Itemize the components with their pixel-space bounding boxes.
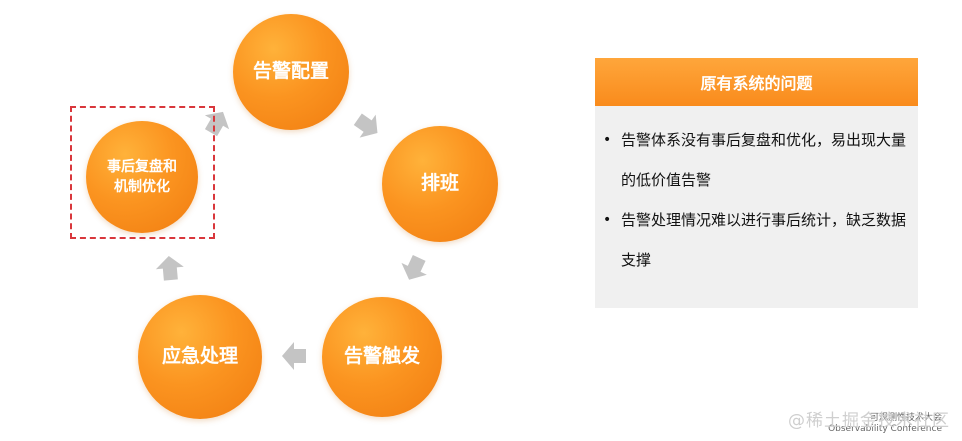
problem-item: • 告警处理情况难以进行事后统计，缺乏数据支撑 (603, 200, 908, 280)
node-emergency-handling: 应急处理 (138, 295, 262, 419)
problem-text: 告警处理情况难以进行事后统计，缺乏数据支撑 (621, 211, 907, 269)
arrow-emergency-to-review (155, 256, 184, 281)
node-alert-trigger: 告警触发 (322, 297, 442, 417)
conference-line-en: Observability Conference (828, 424, 942, 435)
problem-list: • 告警体系没有事后复盘和优化，易出现大量的低价值告警 • 告警处理情况难以进行… (595, 106, 918, 280)
conference-line-cn: 可观测性技术大会 (869, 413, 942, 424)
arrow-trigger-to-emergency (282, 342, 306, 370)
arrow-config-to-schedule (353, 113, 378, 138)
bullet-icon: • (603, 132, 612, 148)
node-scheduling: 排班 (382, 126, 498, 242)
arrow-schedule-to-trigger (401, 254, 427, 280)
bullet-icon: • (603, 212, 612, 228)
problems-panel: 原有系统的问题 • 告警体系没有事后复盘和优化，易出现大量的低价值告警 • 告警… (595, 58, 918, 308)
watermark-text: @稀土掘金技术社区 (788, 411, 950, 431)
node-label: 应急处理 (161, 345, 238, 368)
panel-title: 原有系统的问题 (595, 58, 918, 106)
node-alert-config: 告警配置 (233, 14, 349, 130)
highlight-box-review (70, 106, 215, 239)
node-label: 告警配置 (252, 60, 329, 83)
problem-text: 告警体系没有事后复盘和优化，易出现大量的低价值告警 (621, 131, 907, 189)
node-label: 排班 (420, 172, 459, 195)
node-label: 告警触发 (343, 345, 420, 368)
problem-item: • 告警体系没有事后复盘和优化，易出现大量的低价值告警 (603, 120, 908, 200)
conference-logo: 可观测性技术大会 Observability Conference (828, 413, 942, 435)
node-label: 事后复盘和 机制优化 (107, 158, 177, 195)
node-post-review: 事后复盘和 机制优化 (86, 121, 198, 233)
